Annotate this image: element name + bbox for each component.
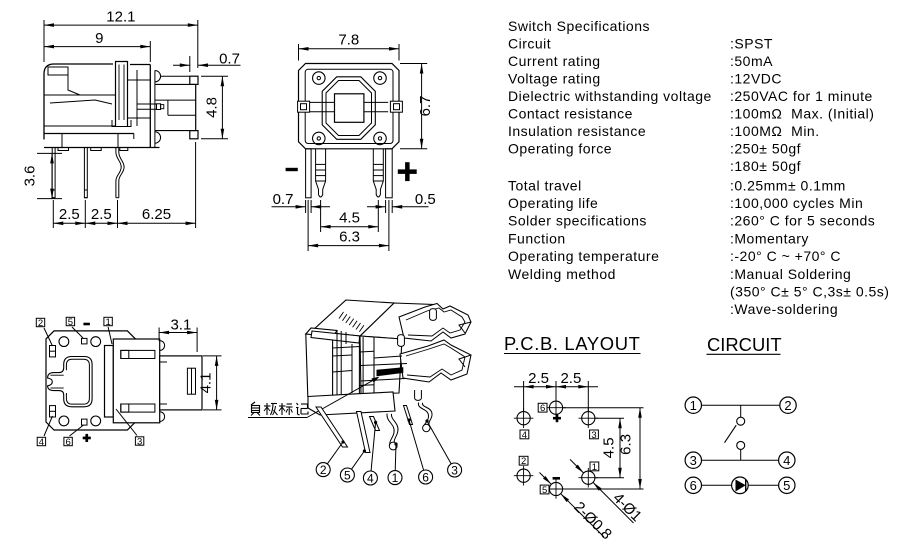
svg-text:3: 3 bbox=[451, 463, 458, 477]
svg-text:Welding method: Welding method bbox=[508, 266, 616, 282]
svg-text:12.1: 12.1 bbox=[106, 9, 135, 26]
svg-text:3: 3 bbox=[690, 453, 697, 468]
svg-text:4: 4 bbox=[367, 471, 374, 485]
svg-text:3: 3 bbox=[137, 436, 142, 447]
svg-text::50mA: :50mA bbox=[730, 53, 773, 69]
svg-text::12VDC: :12VDC bbox=[730, 71, 782, 87]
svg-text:4.5: 4.5 bbox=[339, 210, 360, 227]
svg-text::260° C for 5 seconds: :260° C for 5 seconds bbox=[730, 213, 875, 229]
svg-text::Momentary: :Momentary bbox=[730, 230, 809, 246]
svg-text:3.1: 3.1 bbox=[170, 317, 191, 334]
svg-text:6: 6 bbox=[65, 437, 70, 448]
svg-text:9: 9 bbox=[95, 30, 103, 47]
svg-text:Total travel: Total travel bbox=[508, 178, 582, 194]
svg-text:0.5: 0.5 bbox=[415, 191, 436, 208]
svg-text:P.C.B. LAYOUT: P.C.B. LAYOUT bbox=[504, 333, 641, 354]
svg-text:Operating force: Operating force bbox=[508, 141, 612, 157]
svg-text:Function: Function bbox=[508, 230, 566, 246]
svg-text:5: 5 bbox=[542, 485, 547, 496]
svg-text:2.5: 2.5 bbox=[59, 206, 80, 223]
svg-text::-20° C ~ +70° C: :-20° C ~ +70° C bbox=[730, 248, 841, 264]
svg-text:Switch Specifications: Switch Specifications bbox=[508, 18, 650, 34]
svg-text::100,000 cycles Min: :100,000 cycles Min bbox=[730, 195, 863, 211]
svg-text:2: 2 bbox=[521, 456, 526, 467]
svg-text:6: 6 bbox=[540, 403, 545, 414]
svg-text::180± 50gf: :180± 50gf bbox=[730, 158, 801, 174]
svg-text::0.25mm± 0.1mm: :0.25mm± 0.1mm bbox=[730, 178, 846, 194]
svg-text:Dielectric withstanding voltag: Dielectric withstanding voltage bbox=[508, 88, 712, 104]
svg-text:Operating life: Operating life bbox=[508, 195, 598, 211]
svg-text:Contact resistance: Contact resistance bbox=[508, 106, 633, 122]
svg-text:Insulation resistance: Insulation resistance bbox=[508, 123, 646, 139]
svg-text:1: 1 bbox=[690, 398, 697, 413]
svg-text:2: 2 bbox=[320, 463, 327, 477]
svg-text:1: 1 bbox=[105, 317, 110, 328]
svg-text::SPST: :SPST bbox=[730, 36, 773, 52]
svg-text:4: 4 bbox=[39, 437, 44, 448]
svg-text:6.3: 6.3 bbox=[618, 434, 635, 455]
svg-text::Manual Soldering: :Manual Soldering bbox=[730, 266, 851, 282]
svg-text::250± 50gf: :250± 50gf bbox=[730, 141, 801, 157]
svg-text:1: 1 bbox=[392, 471, 399, 485]
svg-text:0.7: 0.7 bbox=[219, 51, 240, 68]
svg-text:Operating temperature: Operating temperature bbox=[508, 248, 659, 264]
svg-text::Wave-soldering: :Wave-soldering bbox=[730, 301, 838, 317]
svg-text:2.5: 2.5 bbox=[528, 370, 549, 387]
svg-text:2: 2 bbox=[784, 398, 791, 413]
svg-text:0.7: 0.7 bbox=[273, 191, 294, 208]
svg-text:5: 5 bbox=[783, 478, 790, 493]
svg-text:4.5: 4.5 bbox=[601, 437, 618, 458]
svg-text:Current rating: Current rating bbox=[508, 53, 601, 69]
svg-text:6.3: 6.3 bbox=[339, 228, 360, 245]
svg-text:3: 3 bbox=[591, 430, 596, 441]
svg-text:4.1: 4.1 bbox=[198, 373, 215, 394]
svg-text:CIRCUIT: CIRCUIT bbox=[707, 334, 782, 355]
svg-text:Solder specifications: Solder specifications bbox=[508, 213, 647, 229]
svg-text:6: 6 bbox=[422, 470, 429, 484]
svg-text:Circuit: Circuit bbox=[508, 36, 551, 52]
svg-text:4: 4 bbox=[783, 453, 790, 468]
svg-text:4.8: 4.8 bbox=[204, 97, 221, 118]
svg-text:5: 5 bbox=[344, 468, 351, 482]
svg-text:Voltage rating: Voltage rating bbox=[508, 71, 601, 87]
svg-text:7.8: 7.8 bbox=[338, 32, 359, 49]
svg-text:2: 2 bbox=[38, 318, 43, 329]
svg-text:6.25: 6.25 bbox=[142, 206, 171, 223]
svg-text:6.7: 6.7 bbox=[417, 96, 434, 117]
svg-text::250VAC for 1 minute: :250VAC for 1 minute bbox=[730, 88, 873, 104]
svg-text:1: 1 bbox=[592, 462, 597, 473]
svg-text:2.5: 2.5 bbox=[91, 206, 112, 223]
svg-text:(350° C± 5° C,3s± 0.5s): (350° C± 5° C,3s± 0.5s) bbox=[730, 284, 889, 300]
svg-text:4: 4 bbox=[522, 430, 527, 441]
svg-text:6: 6 bbox=[690, 478, 697, 493]
svg-text:2.5: 2.5 bbox=[560, 370, 581, 387]
svg-text:3.6: 3.6 bbox=[22, 166, 39, 187]
svg-text::100MΩ Min.: :100MΩ Min. bbox=[730, 123, 820, 139]
svg-text:5: 5 bbox=[68, 317, 73, 328]
svg-text::100mΩ Max. (Initial): :100mΩ Max. (Initial) bbox=[730, 106, 874, 122]
